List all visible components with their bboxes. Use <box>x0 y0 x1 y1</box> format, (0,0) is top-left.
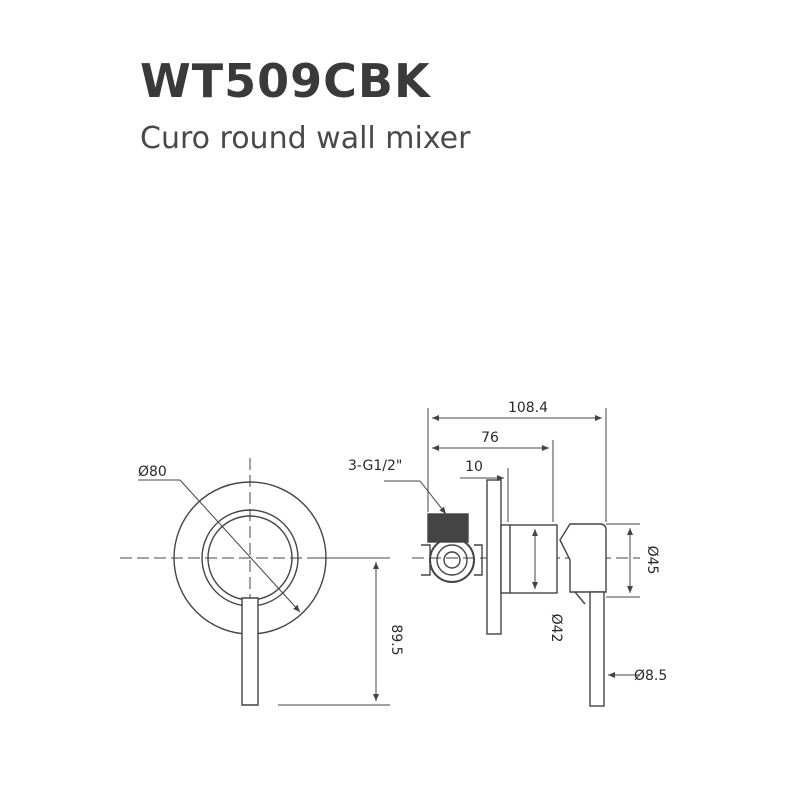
lever-side <box>589 591 605 707</box>
label-plate-offset: 10 <box>465 459 483 475</box>
product-code: WT509CBK <box>140 54 431 108</box>
label-inlets: 3-G1/2" <box>348 458 402 474</box>
label-outer-diameter: Ø45 <box>644 546 660 575</box>
front-view: Ø80 89.5 <box>120 458 404 706</box>
handle-hub <box>559 523 607 593</box>
label-diameter-80: Ø80 <box>138 464 167 480</box>
label-overall-depth: 108.4 <box>508 400 548 416</box>
label-body-diameter: Ø42 <box>548 614 564 643</box>
label-handle-drop: 89.5 <box>388 624 404 655</box>
side-view: 108.4 76 10 3-G1/2" Ø45 Ø42 Ø8.5 <box>348 400 667 707</box>
inlet-leader-diagonal <box>419 480 447 515</box>
inlet-stub-right <box>474 544 483 576</box>
label-body-depth: 76 <box>481 430 499 446</box>
diameter-80-diagonal <box>179 479 301 613</box>
wall-plate-profile <box>486 479 502 635</box>
product-name: Curo round wall mixer <box>140 121 471 156</box>
inlet-block-top <box>427 513 469 543</box>
lever-handle <box>241 597 259 706</box>
handle-hub-detail <box>574 591 586 605</box>
inlet-port-inner <box>443 551 461 569</box>
inlet-port-mid <box>436 544 468 576</box>
label-lever-diameter: Ø8.5 <box>634 668 667 684</box>
inlet-stub-left <box>421 544 431 576</box>
